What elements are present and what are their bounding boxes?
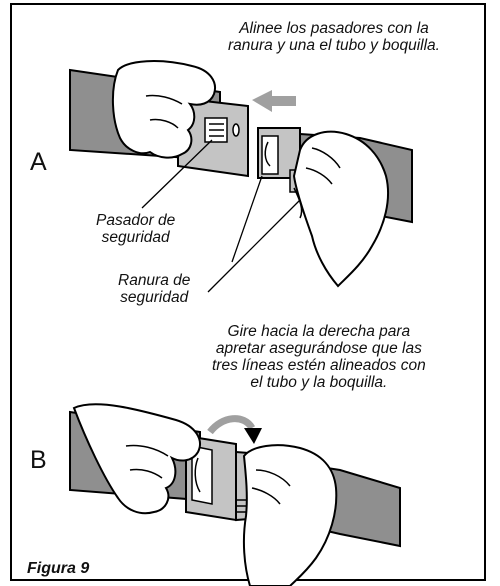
step-b-letter: B: [30, 446, 47, 474]
step-b-instruction-line1: Gire hacia la derecha para: [227, 323, 411, 340]
safety-pin-label-line2: seguridad: [101, 229, 170, 246]
step-a-instruction-line2: ranura y una el tubo y boquilla.: [228, 37, 440, 54]
step-b-instruction-line3: tres líneas estén alineados con: [212, 357, 426, 374]
left-hand-a: [111, 60, 216, 159]
right-hand-b: [242, 444, 338, 586]
safety-pin-label: Pasador de seguridad: [96, 212, 175, 246]
safety-slot-label-line2: seguridad: [120, 289, 189, 306]
safety-slot-a: [264, 141, 271, 167]
right-hand-a: [292, 130, 390, 288]
step-b-instruction-line4: el tubo y la boquilla.: [250, 374, 388, 391]
step-a-instruction-line1: Alinee los pasadores con la: [239, 20, 429, 37]
push-arrow-a: [252, 90, 296, 112]
step-a-instruction: Alinee los pasadores con la ranura y una…: [228, 20, 440, 54]
step-b-instruction-line2: apretar asegurándose que las: [215, 340, 422, 357]
left-hand-b: [72, 403, 201, 515]
safety-slot-label: Ranura de seguridad: [118, 272, 190, 306]
panel-b-drawing: [69, 403, 401, 586]
safety-slot-label-line1: Ranura de: [118, 272, 191, 289]
step-a-letter: A: [30, 148, 47, 176]
safety-pin-label-line1: Pasador de: [96, 212, 176, 229]
figure-caption: Figura 9: [27, 560, 90, 577]
rotate-arrow-b: [207, 415, 256, 435]
step-b-instruction: Gire hacia la derecha para apretar asegu…: [212, 323, 426, 391]
panel-a-drawing: [69, 60, 413, 293]
